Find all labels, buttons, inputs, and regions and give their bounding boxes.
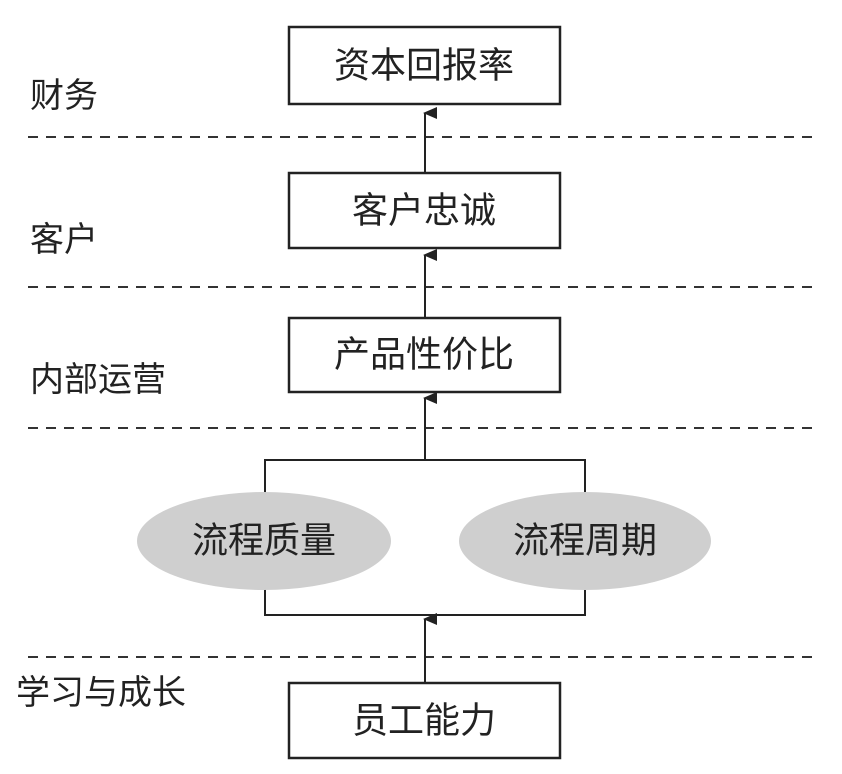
node-employee-capability-label: 员工能力: [352, 701, 496, 742]
layer-label-customer: 客户: [30, 220, 98, 260]
node-process-cycle-label: 流程周期: [513, 521, 657, 562]
node-capital-return-label: 资本回报率: [334, 46, 514, 87]
node-customer-loyalty-label: 客户忠诚: [352, 191, 496, 232]
layer-label-finance: 财务: [30, 76, 98, 116]
node-capital-return: [287, 25, 562, 106]
node-customer-loyalty: [287, 171, 562, 250]
layer-label-internal: 内部运营: [30, 360, 166, 400]
node-process-quality-label: 流程质量: [192, 521, 336, 562]
node-product-value-label: 产品性价比: [334, 335, 514, 376]
layer-label-learning: 学习与成长: [16, 673, 186, 713]
node-product-value: [287, 316, 562, 394]
node-employee-capability: [287, 681, 562, 760]
node-process-cycle: [459, 492, 711, 590]
node-process-quality: [137, 492, 391, 590]
